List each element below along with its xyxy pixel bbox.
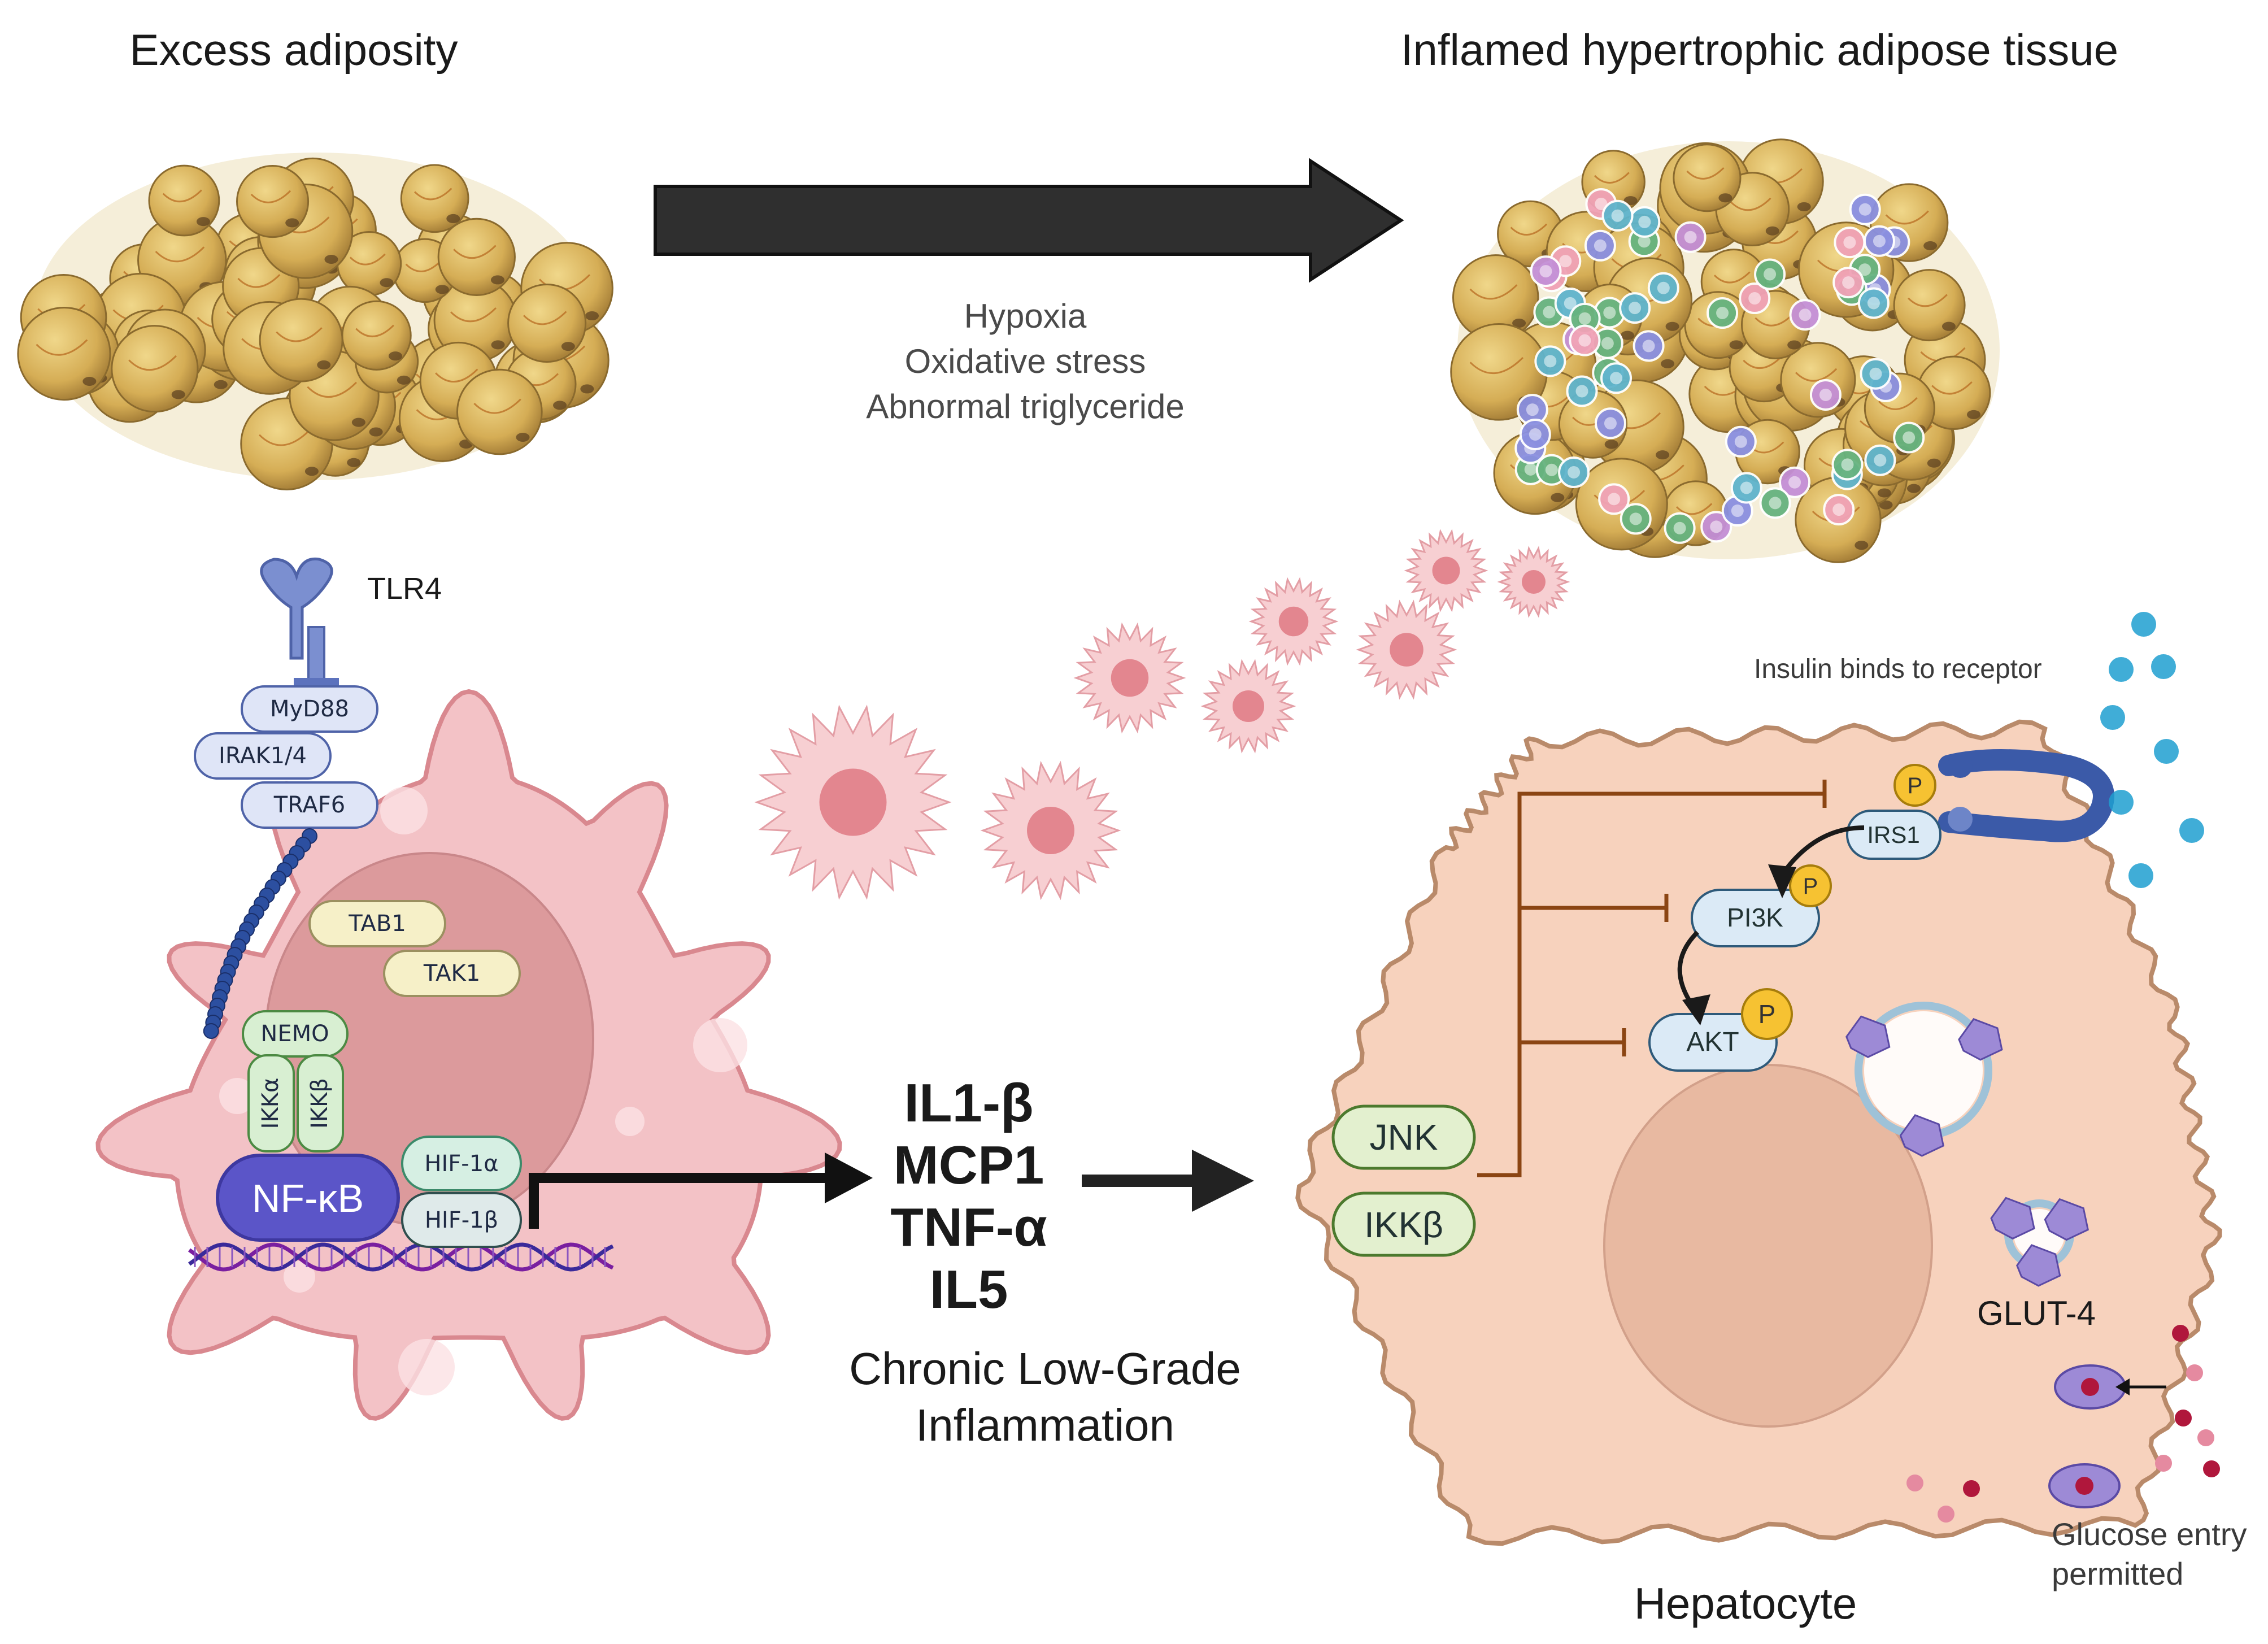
insulin-molecules (2100, 612, 2204, 888)
tak1-node (383, 950, 521, 997)
stressor-oxidative: Oxidative stress (905, 342, 1146, 380)
adipocyte-cluster-inflamed (1450, 138, 2000, 563)
pi3k-phospho-label: P (1803, 874, 1818, 899)
irs1-phospho-label: P (1908, 773, 1923, 798)
cytokine-tnfa: TNF-α (890, 1197, 1047, 1258)
hepatocyte-cell (1295, 719, 2222, 1546)
jnk-label: JNK (1370, 1117, 1438, 1158)
dna-helix (188, 1242, 614, 1272)
hif1a-node (401, 1136, 522, 1191)
glucose-entry-arrow (2115, 1378, 2130, 1395)
migrating-macrophages (754, 529, 1570, 901)
nfkb-node (216, 1154, 400, 1242)
hepato-ikkb-label: IKKβ (1364, 1204, 1443, 1245)
hif1b-node (401, 1192, 522, 1248)
insulin-binding-note: Insulin binds to receptor (1754, 654, 2042, 684)
irs1-node (1846, 810, 1941, 860)
akt-node (1648, 1013, 1778, 1072)
hepato-ikkb-node (1331, 1191, 1476, 1257)
stressor-triglyceride: Abnormal triglyceride (866, 388, 1185, 425)
effect-arrow (1192, 1150, 1254, 1212)
glut4-vesicles (1845, 1002, 2089, 1287)
pi3k-node (1691, 889, 1820, 947)
cytokine-il1b: IL1-β (904, 1073, 1033, 1133)
myd88-node (241, 685, 378, 733)
myd88-label: MyD88 (270, 696, 349, 722)
title-excess-adiposity: Excess adiposity (130, 25, 458, 75)
hif1a-label: HIF-1α (424, 1151, 498, 1177)
immune-cell-infiltrate (1514, 188, 1925, 544)
akt-phospho-icon (1741, 988, 1793, 1040)
akt-label: AKT (1686, 1027, 1739, 1057)
glut4-label: GLUT-4 (1977, 1294, 2096, 1332)
ubiquitin-chain (203, 828, 317, 1039)
nemo-label: NEMO (260, 1021, 329, 1047)
cytokine-il5: IL5 (930, 1259, 1008, 1320)
ikka-node (247, 1054, 295, 1152)
traf6-label: TRAF6 (273, 792, 345, 818)
tak1-label: TAK1 (423, 960, 480, 986)
adipocyte-cluster-left (17, 153, 613, 491)
irs1-phospho-icon (1893, 764, 1936, 807)
inflammation-line1: Chronic Low-Grade (849, 1343, 1241, 1394)
hif1b-label: HIF-1β (425, 1207, 498, 1233)
irs1-label: IRS1 (1867, 821, 1919, 848)
inhibition-lines (1477, 780, 1827, 1177)
traf6-node (241, 781, 378, 829)
irak-node (194, 732, 332, 780)
tlr4-receptor-icon (260, 557, 339, 691)
hepatocyte-label: Hepatocyte (1634, 1578, 1857, 1628)
tlr4-label: TLR4 (367, 572, 442, 606)
tab1-node (308, 900, 446, 947)
ikkb-label: IKKβ (307, 1078, 333, 1129)
nemo-node (242, 1010, 349, 1058)
macrophage-cell (95, 689, 842, 1421)
stressor-hypoxia: Hypoxia (964, 297, 1087, 335)
title-inflamed-tissue: Inflamed hypertrophic adipose tissue (1401, 25, 2118, 75)
irak-label: IRAK1/4 (219, 743, 307, 769)
ikkb-node (297, 1054, 344, 1152)
glucose-note-line2: permitted (2052, 1556, 2183, 1591)
tab1-label: TAB1 (348, 911, 406, 937)
secretion-arrow (529, 1173, 830, 1229)
ikka-label: IKKα (258, 1078, 284, 1129)
progression-arrow (654, 158, 1404, 283)
insulin-receptor-icon (1938, 749, 2114, 842)
nfkb-label: NF-κB (252, 1176, 364, 1220)
akt-phospho-label: P (1758, 999, 1776, 1029)
inflammation-line2: Inflammation (916, 1400, 1174, 1450)
cytokine-mcp1: MCP1 (894, 1135, 1044, 1195)
hepatocyte-nucleus (1603, 1064, 1933, 1428)
jnk-node (1331, 1104, 1476, 1170)
glucose-note-line1: Glucose entry (2052, 1516, 2247, 1552)
pi3k-phospho-icon (1789, 864, 1832, 907)
pi3k-label: PI3K (1727, 903, 1783, 932)
glucose-molecules (1906, 1325, 2220, 1523)
